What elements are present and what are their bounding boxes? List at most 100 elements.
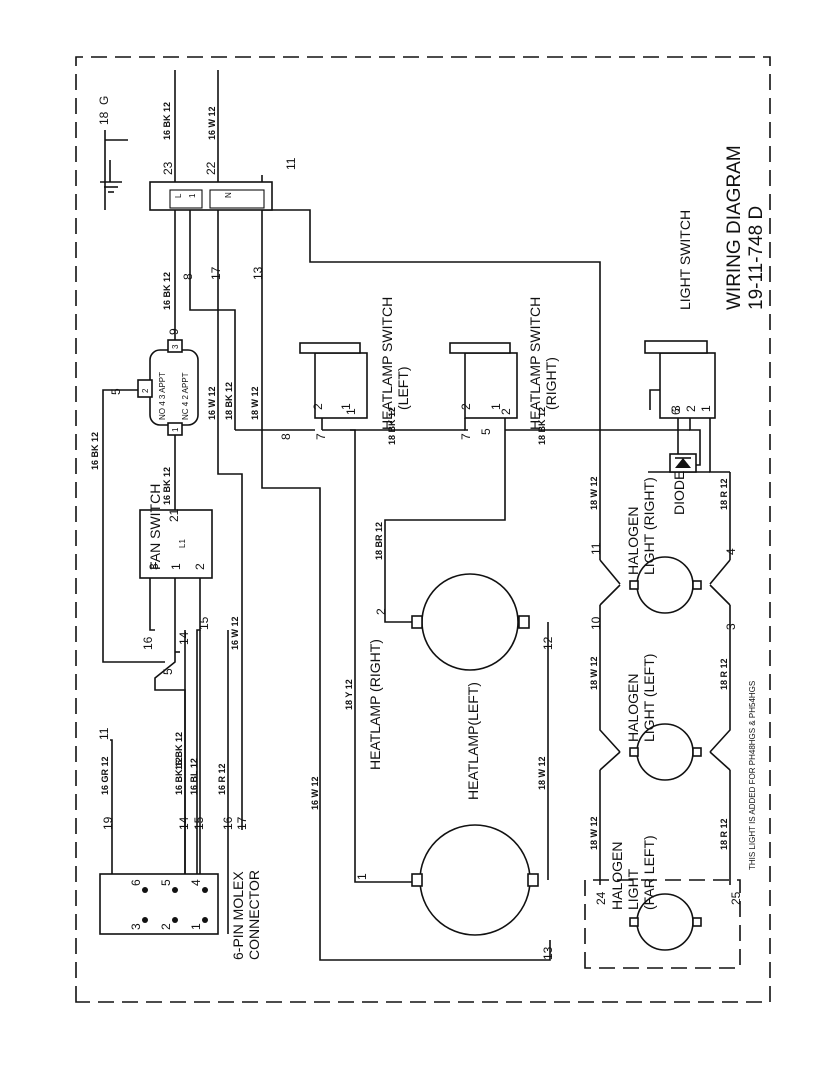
title-line-1: WIRING DIAGRAM [724, 145, 745, 310]
wire-num-5b: 5 [161, 668, 175, 675]
wire-num-1a: 1 [344, 408, 358, 415]
wire-num-6: 6 [669, 408, 683, 415]
diode-label: DIODE [671, 471, 687, 515]
wire-num-8a: 8 [181, 273, 195, 280]
cap-terminal-3: 3 [171, 344, 180, 349]
wl-w12-fan: 16 W 12 [230, 616, 240, 650]
wire-num-7a: 7 [314, 433, 328, 440]
wire-num-12: 12 [541, 636, 555, 650]
terminal-block: L 1 N [149, 181, 273, 211]
molex-pin-2: 2 [159, 923, 173, 930]
wl-w12-b: 18 W 12 [250, 386, 260, 420]
terminal-1: 1 [188, 193, 197, 198]
halogen-left-label-1: HALOGEN [625, 674, 641, 742]
wire-num-16a: 16 [141, 636, 155, 650]
fan-2: 2 [193, 563, 207, 570]
halogen-far-left-label-3: (FAR LEFT) [641, 835, 657, 910]
cap-label-2: NC 4 2 APPT [181, 372, 190, 420]
wire-num-24: 24 [594, 891, 608, 905]
wl-bk12-cap: 16 BK 12 [162, 272, 172, 310]
wire-num-7b: 7 [459, 433, 473, 440]
fan-switch: FAN SWITCH L1 3 1 2 [139, 484, 213, 579]
wire-num-13a: 13 [251, 266, 265, 280]
molex-label-2: CONNECTOR [246, 870, 262, 960]
hls-left-label-1: HEATLAMP SWITCH [379, 297, 395, 430]
wl-r12-hal: 18 R 12 [719, 658, 729, 690]
wl-bk12-sw: 18 BK 12 [387, 407, 397, 445]
diode [669, 453, 697, 473]
wire-num-15a: 15 [197, 616, 211, 630]
wire-num-9: 9 [167, 328, 181, 335]
heatlamp-right-label: HEATLAMP (RIGHT) [367, 639, 383, 770]
ls-1: 1 [699, 405, 713, 412]
wl-bk12-mx: 16 BK 12 [174, 757, 184, 795]
wire-numbers: 23 22 11 9 8 17 13 5 21 16 14 15 5 8 7 1… [97, 96, 743, 960]
wire-num-14a: 14 [177, 631, 191, 645]
diagram-rotated-content: L 1 N 2 1 3 NO 4 3 APPT NC 4 2 APPT FAN … [75, 56, 771, 1003]
wire-num-22: 22 [204, 161, 218, 175]
halogen-right-label-2: LIGHT (RIGHT) [641, 477, 657, 575]
heatlamp-left [411, 824, 539, 936]
wl-r12-hr: 18 R 12 [719, 478, 729, 510]
molex-connector: 6 5 4 3 2 1 [99, 873, 219, 935]
fan-l1: L1 [178, 539, 187, 548]
molex-pin-6: 6 [129, 879, 143, 886]
heatlamp-left-label: HEATLAMP(LEFT) [465, 682, 481, 800]
wire-num-19: 19 [101, 816, 115, 830]
wire-num-15b: 15 [192, 816, 206, 830]
wires [102, 70, 731, 961]
wire-num-23: 23 [161, 161, 175, 175]
hls-right-1: 1 [489, 403, 503, 410]
terminal-l: L [174, 193, 183, 198]
wire-num-17a: 17 [209, 266, 223, 280]
wire-num-1b: 1 [355, 873, 369, 880]
halogen-far-left-label-2: LIGHT [625, 868, 641, 910]
wire-num-13b: 13 [541, 946, 555, 960]
light-switch: 3 2 1 [644, 340, 716, 419]
heatlamp-switch-right: 2 1 [449, 342, 518, 419]
heatlamp-switch-left: 2 1 [299, 342, 368, 419]
wire-num-16b: 16 [221, 816, 235, 830]
halogen-right [629, 556, 702, 614]
hls-right-label-2: (RIGHT) [543, 357, 559, 410]
wire-num-11c: 11 [97, 727, 111, 740]
hls-left-1: 1 [339, 403, 353, 410]
wl-w12-a: 16 W 12 [207, 386, 217, 420]
outer-border [75, 56, 771, 1003]
wire-num-10: 10 [589, 616, 603, 630]
wire-num-2b: 2 [374, 608, 388, 615]
molex-pin-3: 3 [129, 923, 143, 930]
wl-bk12-mid: 16 BK 12 [162, 467, 172, 505]
wire-num-8b: 8 [279, 433, 293, 440]
wl-r12-mx: 16 R 12 [217, 763, 227, 795]
ls-3: 3 [669, 405, 683, 412]
note-label: THIS LIGHT IS ADDED FOR PH48HGS & PH54HG… [748, 681, 757, 870]
wire-num-5c: 5 [479, 428, 493, 435]
cap-terminal-2: 2 [141, 388, 150, 393]
wire-num-25: 25 [729, 891, 743, 905]
capacitor: 2 1 3 NO 4 3 APPT NC 4 2 APPT [137, 339, 199, 436]
halogen-left-label-2: LIGHT (LEFT) [641, 654, 657, 742]
wl-y12: 18 Y 12 [344, 679, 354, 710]
wire-num-5a: 5 [109, 388, 123, 395]
wl-w12-far: 18 W 12 [589, 816, 599, 850]
wire-labels: 16 BK 12 16 W 12 16 BK 12 16 BK 12 16 BK… [90, 102, 729, 850]
fan-switch-label: FAN SWITCH [147, 484, 163, 570]
component-labels: WIRING DIAGRAM 19-11-748 D LIGHT SWITCH … [230, 145, 767, 960]
wl-gr12: 16 GR 12 [100, 756, 110, 795]
wl-br12: 18 BR 12 [374, 522, 384, 560]
far-left-dashed-box [584, 879, 741, 969]
wire-num-17b: 17 [235, 816, 249, 830]
molex-label-1: 6-PIN MOLEX [230, 871, 246, 960]
hls-left-2: 2 [311, 403, 325, 410]
wl-bl12: 16 BL 12 [189, 758, 199, 795]
ls-2: 2 [684, 405, 698, 412]
wire-num-3: 3 [724, 623, 738, 630]
molex-pin-4: 4 [189, 879, 203, 886]
wl-bk12-top: 16 BK 12 [162, 102, 172, 140]
fan-3: 3 [147, 563, 161, 570]
hls-left-label-2: (LEFT) [395, 366, 411, 410]
wl-w12-hr: 18 W 12 [589, 476, 599, 510]
wire-num-11a: 11 [284, 157, 298, 170]
ground-num-18: 18 [97, 111, 111, 125]
